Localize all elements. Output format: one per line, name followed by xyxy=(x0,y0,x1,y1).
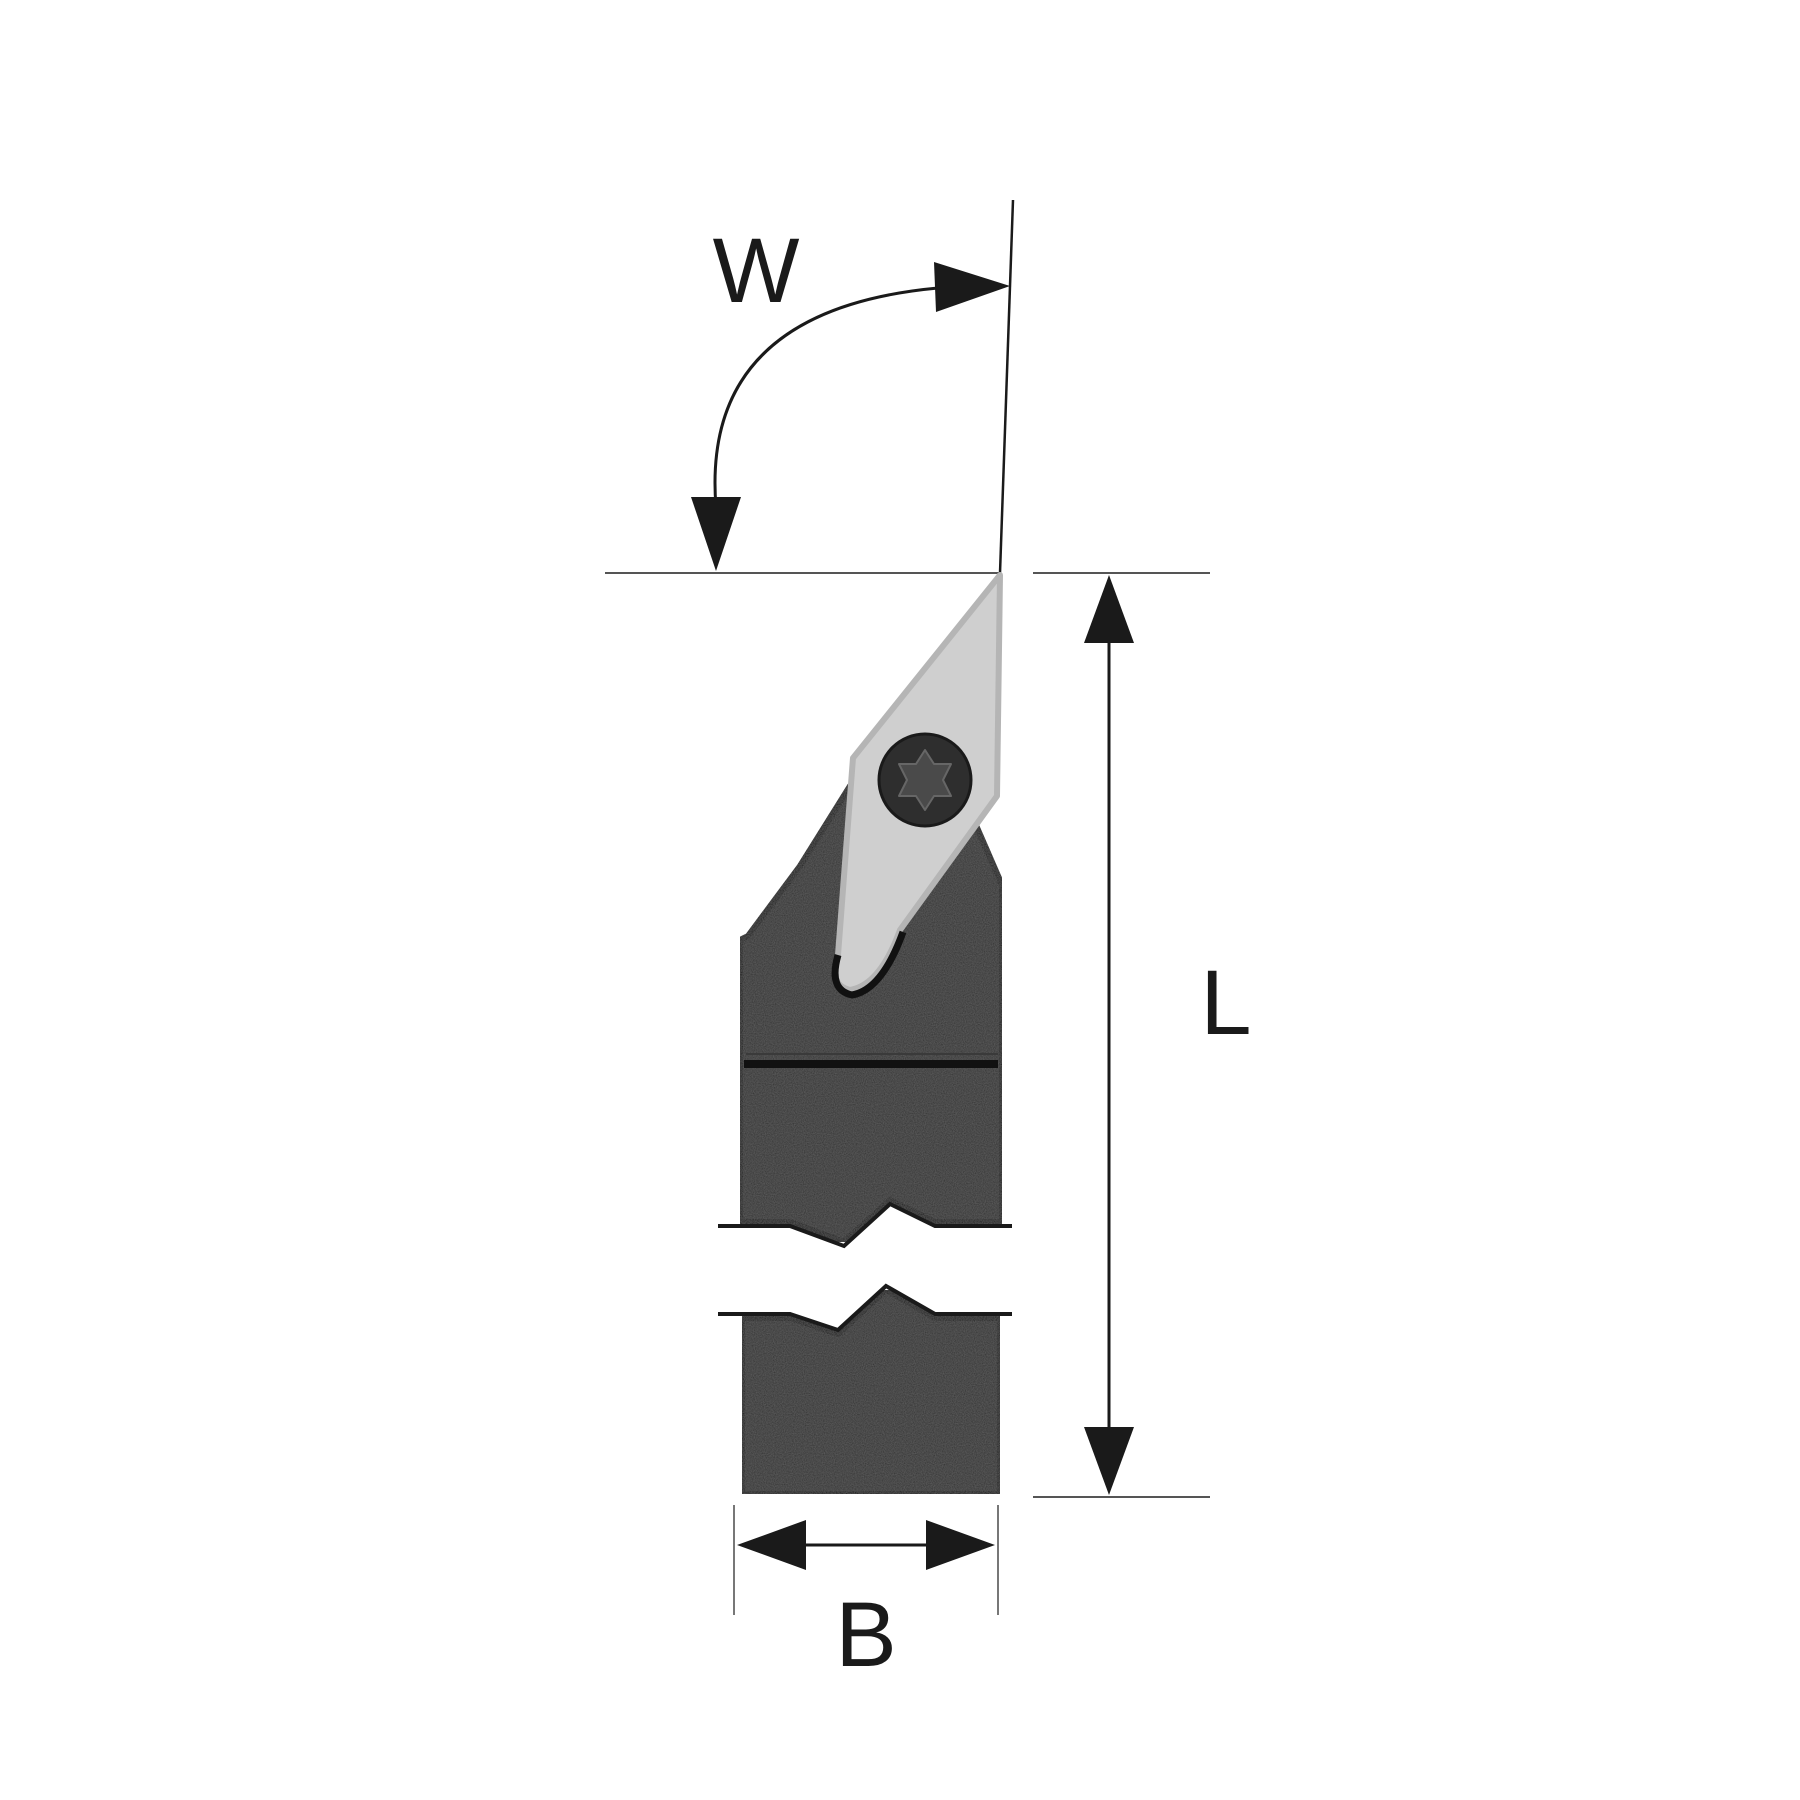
width-arrowhead-left xyxy=(737,1520,806,1570)
angle-dimension: W xyxy=(691,220,1010,571)
length-arrowhead-top xyxy=(1084,575,1134,643)
break-line-upper xyxy=(718,1201,1012,1249)
width-label: B xyxy=(835,1584,896,1686)
torx-socket xyxy=(898,749,952,811)
reference-lines xyxy=(605,199,1210,1615)
insert-pocket-shadow xyxy=(831,930,907,999)
angle-arrowhead-down xyxy=(691,497,741,571)
torx-screw-icon xyxy=(877,732,973,828)
angle-label: W xyxy=(713,220,800,322)
length-label: L xyxy=(1200,952,1251,1054)
length-dimension: L xyxy=(1084,575,1252,1495)
length-arrowhead-bottom xyxy=(1084,1427,1134,1495)
holder-lower-section xyxy=(739,1287,1003,1497)
angle-arc xyxy=(713,286,939,508)
tool-holder xyxy=(718,765,1012,1497)
break-line-lower xyxy=(718,1283,1012,1333)
angle-arrowhead-right xyxy=(934,262,1010,312)
width-arrowhead-right xyxy=(926,1520,995,1570)
tilted-reference-line xyxy=(998,199,1015,574)
width-dimension: B xyxy=(737,1520,995,1686)
